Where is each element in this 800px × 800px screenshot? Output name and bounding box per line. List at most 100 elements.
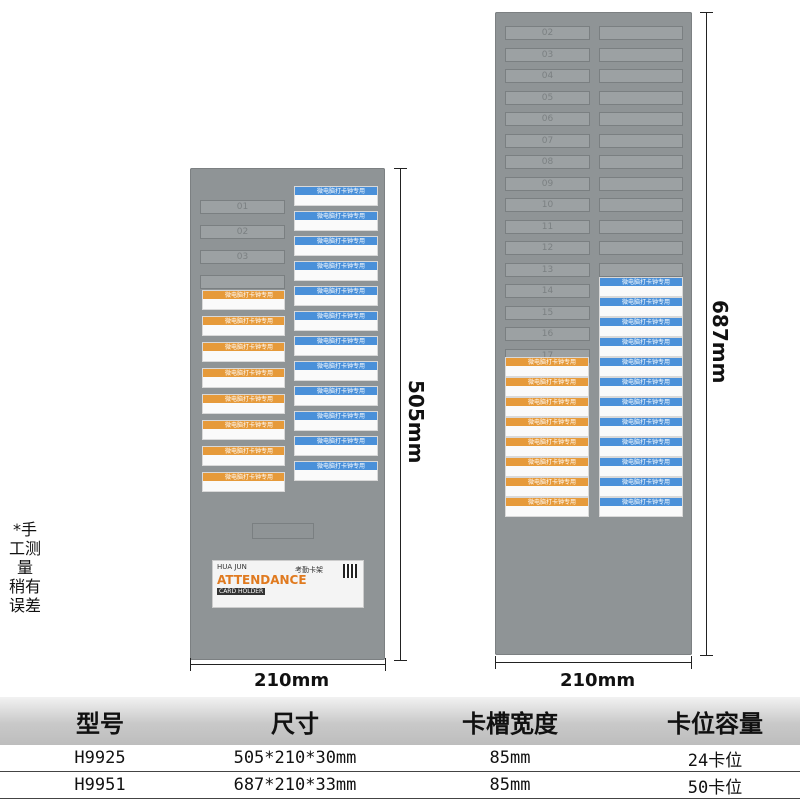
card-text: 微电脑打卡钟专用 xyxy=(225,396,274,403)
time-card: 微电脑打卡钟专用 xyxy=(599,457,683,477)
dim-tick xyxy=(700,12,713,13)
card-band: 微电脑打卡钟专用 xyxy=(506,418,588,426)
small-width-dimension-line xyxy=(190,664,385,665)
time-card: 微电脑打卡钟专用 xyxy=(294,236,378,256)
card-band: 微电脑打卡钟专用 xyxy=(295,187,377,195)
card-text: 微电脑打卡钟专用 xyxy=(317,363,366,370)
dim-tick xyxy=(691,656,692,669)
table-row: H9925 505*210*30mm 85mm 24卡位 xyxy=(0,745,800,772)
qr-code-icon xyxy=(343,564,357,578)
dim-tick xyxy=(700,655,713,656)
card-band: 微电脑打卡钟专用 xyxy=(506,438,588,446)
card-text: 微电脑打卡钟专用 xyxy=(225,318,274,325)
card-slot: 09 xyxy=(505,176,590,191)
spec-table: 型号 尺寸 卡槽宽度 卡位容量 H9925 505*210*30mm 85mm … xyxy=(0,697,800,799)
card-text: 微电脑打卡钟专用 xyxy=(622,299,671,306)
card-text: 微电脑打卡钟专用 xyxy=(317,263,366,270)
card-slot: 16 xyxy=(505,327,590,341)
card-text: 微电脑打卡钟专用 xyxy=(528,359,577,366)
time-card: 微电脑打卡钟专用 xyxy=(599,337,683,357)
card-slot: 11 xyxy=(505,219,590,234)
card-band: 微电脑打卡钟专用 xyxy=(600,478,682,486)
card-slot xyxy=(599,262,683,277)
time-card: 微电脑打卡钟专用 xyxy=(505,477,589,497)
cell-size: 687*210*33mm xyxy=(233,775,357,795)
card-band: 微电脑打卡钟专用 xyxy=(203,421,284,429)
card-text: 微电脑打卡钟专用 xyxy=(528,399,577,406)
cell-size: 505*210*30mm xyxy=(233,748,357,768)
time-card: 微电脑打卡钟专用 xyxy=(599,297,683,317)
card-band: 微电脑打卡钟专用 xyxy=(600,318,682,326)
card-band: 微电脑打卡钟专用 xyxy=(295,437,377,445)
card-band: 微电脑打卡钟专用 xyxy=(203,473,284,481)
card-band: 微电脑打卡钟专用 xyxy=(600,378,682,386)
card-band: 微电脑打卡钟专用 xyxy=(506,398,588,406)
card-band: 微电脑打卡钟专用 xyxy=(506,378,588,386)
card-text: 微电脑打卡钟专用 xyxy=(317,413,366,420)
card-text: 微电脑打卡钟专用 xyxy=(225,474,274,481)
slot-number: 03 xyxy=(236,252,249,262)
card-text: 微电脑打卡钟专用 xyxy=(225,292,274,299)
time-card: 微电脑打卡钟专用 xyxy=(202,290,285,310)
card-band: 微电脑打卡钟专用 xyxy=(600,458,682,466)
card-text: 微电脑打卡钟专用 xyxy=(622,279,671,286)
header-model: 型号 xyxy=(76,709,124,738)
card-slot xyxy=(200,275,285,289)
card-text: 微电脑打卡钟专用 xyxy=(622,479,671,486)
card-slot: 13 xyxy=(505,262,590,277)
card-text: 微电脑打卡钟专用 xyxy=(528,439,577,446)
large-width-dimension-line xyxy=(495,662,692,663)
card-band: 微电脑打卡钟专用 xyxy=(203,317,284,325)
time-card: 微电脑打卡钟专用 xyxy=(505,457,589,477)
time-card: 微电脑打卡钟专用 xyxy=(294,461,378,481)
measurement-note: *手工测量 稍有误差 xyxy=(8,520,41,615)
slot-number: 15 xyxy=(541,307,554,318)
card-text: 微电脑打卡钟专用 xyxy=(622,339,671,346)
time-card: 微电脑打卡钟专用 xyxy=(599,377,683,397)
time-card: 微电脑打卡钟专用 xyxy=(294,211,378,231)
label-brand: HUA JUN xyxy=(217,563,247,571)
time-card: 微电脑打卡钟专用 xyxy=(294,186,378,206)
card-band: 微电脑打卡钟专用 xyxy=(600,338,682,346)
card-text: 微电脑打卡钟专用 xyxy=(528,419,577,426)
card-slot xyxy=(599,176,683,191)
small-width-label: 210mm xyxy=(254,670,330,691)
card-band: 微电脑打卡钟专用 xyxy=(600,358,682,366)
card-text: 微电脑打卡钟专用 xyxy=(317,213,366,220)
card-slot xyxy=(599,69,683,83)
card-text: 微电脑打卡钟专用 xyxy=(528,479,577,486)
table-row: H9951 687*210*33mm 85mm 50卡位 xyxy=(0,772,800,799)
card-band: 微电脑打卡钟专用 xyxy=(203,343,284,351)
time-card: 微电脑打卡钟专用 xyxy=(599,397,683,417)
card-band: 微电脑打卡钟专用 xyxy=(506,498,588,506)
card-band: 微电脑打卡钟专用 xyxy=(295,312,377,320)
time-card: 微电脑打卡钟专用 xyxy=(202,472,285,492)
time-card: 微电脑打卡钟专用 xyxy=(294,261,378,281)
card-text: 微电脑打卡钟专用 xyxy=(317,188,366,195)
large-height-label: 687mm xyxy=(708,300,732,384)
time-card: 微电脑打卡钟专用 xyxy=(202,420,285,440)
card-text: 微电脑打卡钟专用 xyxy=(528,459,577,466)
time-card: 微电脑打卡钟专用 xyxy=(505,357,589,377)
card-band: 微电脑打卡钟专用 xyxy=(203,395,284,403)
time-card: 微电脑打卡钟专用 xyxy=(505,397,589,417)
time-card: 微电脑打卡钟专用 xyxy=(599,317,683,337)
card-slot xyxy=(599,133,683,148)
bottom-slot-outline xyxy=(252,523,314,539)
time-card: 微电脑打卡钟专用 xyxy=(202,342,285,362)
card-text: 微电脑打卡钟专用 xyxy=(528,379,577,386)
card-slot: 02 xyxy=(505,26,590,40)
card-slot: 01 xyxy=(200,200,285,214)
slot-number: 17 xyxy=(541,350,554,361)
time-card: 微电脑打卡钟专用 xyxy=(505,377,589,397)
slot-number: 16 xyxy=(541,329,554,339)
small-height-dimension-line xyxy=(400,168,401,660)
card-text: 微电脑打卡钟专用 xyxy=(622,499,671,506)
slot-number: 06 xyxy=(541,114,554,124)
slot-number: 13 xyxy=(541,264,554,275)
card-band: 微电脑打卡钟专用 xyxy=(600,438,682,446)
card-text: 微电脑打卡钟专用 xyxy=(622,399,671,406)
time-card: 微电脑打卡钟专用 xyxy=(294,386,378,406)
dim-tick xyxy=(385,658,386,671)
